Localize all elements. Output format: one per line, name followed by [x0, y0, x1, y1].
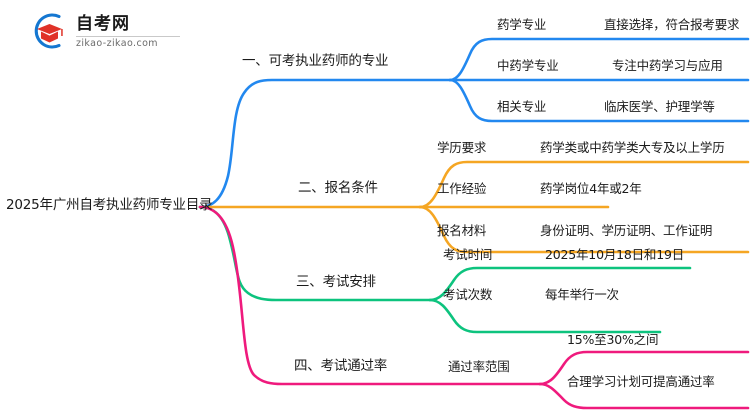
sub-node-3-2[interactable]: 考试次数 — [443, 287, 493, 302]
leaf-node-1-1[interactable]: 直接选择，符合报考要求 — [604, 17, 740, 32]
logo-divider — [76, 36, 180, 38]
leaf-node-4-1[interactable]: 15%至30%之间 — [567, 332, 659, 347]
logo-title: 自考网 — [76, 13, 130, 34]
sub-node-2-2[interactable]: 工作经验 — [437, 181, 487, 196]
sub-node-1-1[interactable]: 药学专业 — [497, 17, 547, 32]
leaf-node-2-3[interactable]: 身份证明、学历证明、工作证明 — [540, 223, 713, 238]
sub-node-2-3[interactable]: 报名材料 — [437, 223, 487, 238]
branch-2-wires — [198, 160, 750, 254]
logo-domain: zikao-zikao.com — [76, 38, 158, 50]
site-logo: 自考网 zikao-zikao.com — [28, 8, 218, 54]
sub-node-2-1[interactable]: 学历要求 — [437, 140, 487, 155]
leaf-node-2-2[interactable]: 药学岗位4年或2年 — [540, 181, 642, 196]
root-node[interactable]: 2025年广州自考执业药师专业目录 — [6, 197, 213, 213]
leaf-node-3-2[interactable]: 每年举行一次 — [545, 287, 619, 302]
branch-node-3[interactable]: 三、考试安排 — [296, 274, 376, 290]
sub-node-1-2[interactable]: 中药学专业 — [497, 58, 559, 73]
sub-node-4-1[interactable]: 通过率范围 — [448, 359, 510, 374]
leaf-node-1-2[interactable]: 专注中药学习与应用 — [612, 58, 723, 73]
branch-node-4[interactable]: 四、考试通过率 — [294, 358, 388, 374]
sub-node-1-3[interactable]: 相关专业 — [497, 99, 547, 114]
branch-node-2[interactable]: 二、报名条件 — [298, 180, 378, 196]
graduation-cap-circle-icon — [28, 10, 70, 52]
leaf-node-1-3[interactable]: 临床医学、护理学等 — [604, 99, 715, 114]
leaf-node-3-1[interactable]: 2025年10月18日和19日 — [545, 247, 685, 262]
leaf-node-4-2[interactable]: 合理学习计划可提高通过率 — [567, 374, 715, 389]
logo-wordmark: 自考网 zikao-zikao.com — [76, 13, 180, 50]
leaf-node-2-1[interactable]: 药学类或中药学类大专及以上学历 — [540, 140, 725, 155]
branch-node-1[interactable]: 一、可考执业药师的专业 — [242, 53, 389, 69]
sub-node-3-1[interactable]: 考试时间 — [443, 247, 493, 262]
